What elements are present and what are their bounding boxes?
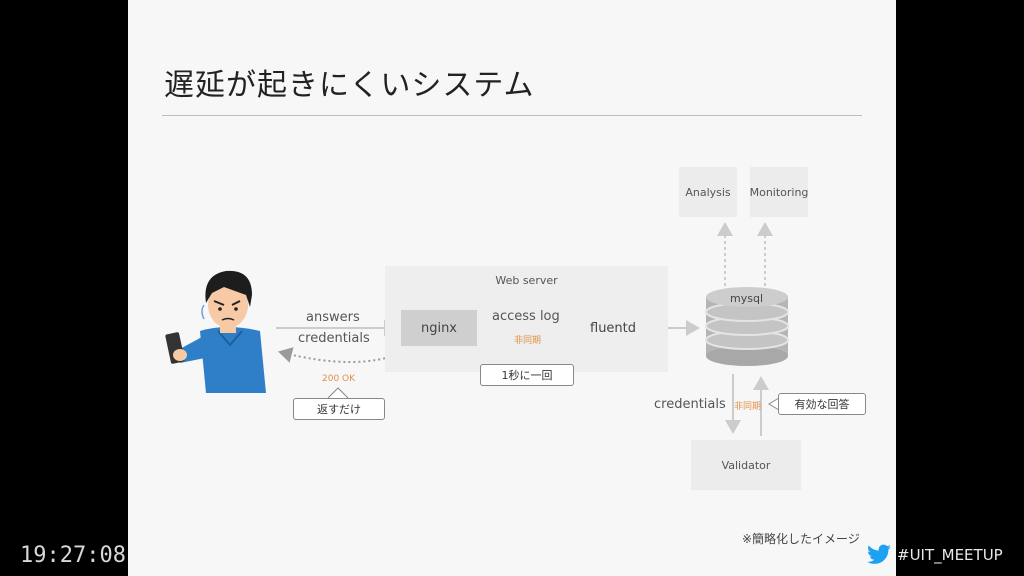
slide: 遅延が起きにくいシステム [128,0,896,576]
ok-status-label: 200 OK [322,374,356,384]
twitter-bird-icon [867,544,891,564]
nginx-node: nginx [401,310,477,346]
callout-once-per-second: 1秒に一回 [480,364,574,386]
slide-title: 遅延が起きにくいシステム [164,68,535,103]
mysql-label: mysql [730,292,763,305]
callout-tail-valid [768,397,780,411]
web-server-label: Web server [495,274,558,287]
analysis-node: Analysis [679,167,737,217]
access-log-label: access log [492,309,560,324]
callout-valid-answer: 有効な回答 [778,393,866,415]
fluentd-node: fluentd [590,321,637,336]
simplified-note: ※簡略化したイメージ [742,532,860,546]
validator-node: Validator [691,440,801,490]
video-timestamp: 19:27:08 [20,543,126,568]
credentials-out-label: credentials [654,397,726,412]
async-label-2: 非同期 [734,402,762,412]
mysql-database-icon [705,287,789,366]
callout-return-only: 返すだけ [293,398,385,420]
title-divider [162,115,862,116]
callout-tail-return [327,387,349,399]
answers-label: answers [306,310,360,325]
monitoring-node: Monitoring [750,167,808,217]
async-label-1: 非同期 [514,336,542,346]
event-hashtag: #UIT_MEETUP [897,546,1003,564]
user-illustration [165,270,266,393]
credentials-in-label: credentials [298,331,370,346]
